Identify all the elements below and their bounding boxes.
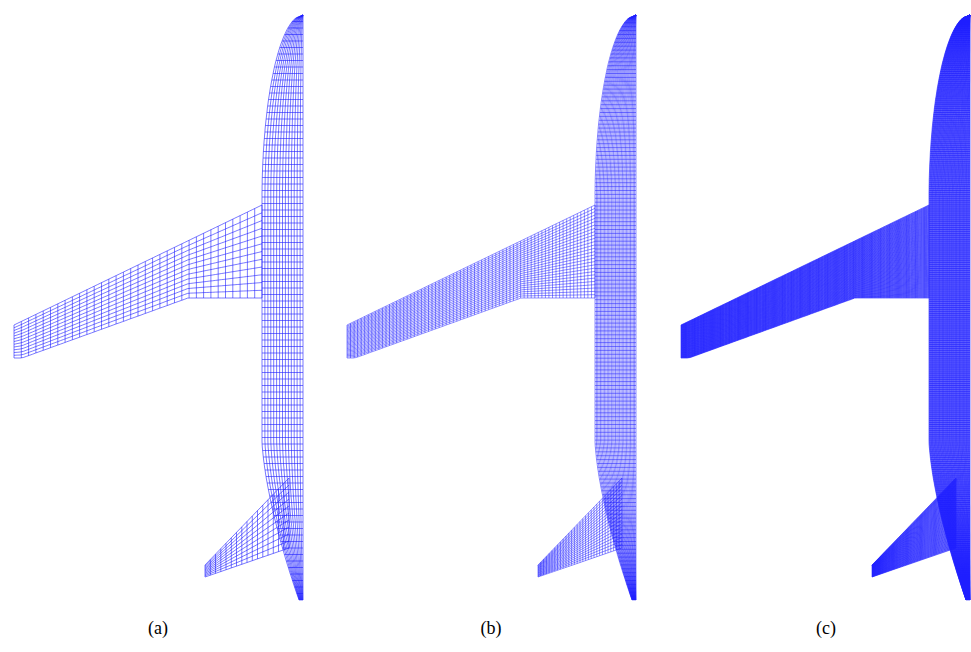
panel-label: (a)	[118, 618, 198, 639]
fuselage-mesh	[595, 15, 636, 600]
tail-mesh	[538, 478, 622, 577]
panel-label: (c)	[786, 618, 866, 639]
tail-mesh	[205, 478, 289, 577]
panel-label: (b)	[451, 618, 531, 639]
wing-mesh	[681, 205, 929, 358]
tail-mesh	[872, 478, 956, 577]
wing-mesh	[14, 205, 262, 358]
wing-mesh	[347, 205, 595, 358]
